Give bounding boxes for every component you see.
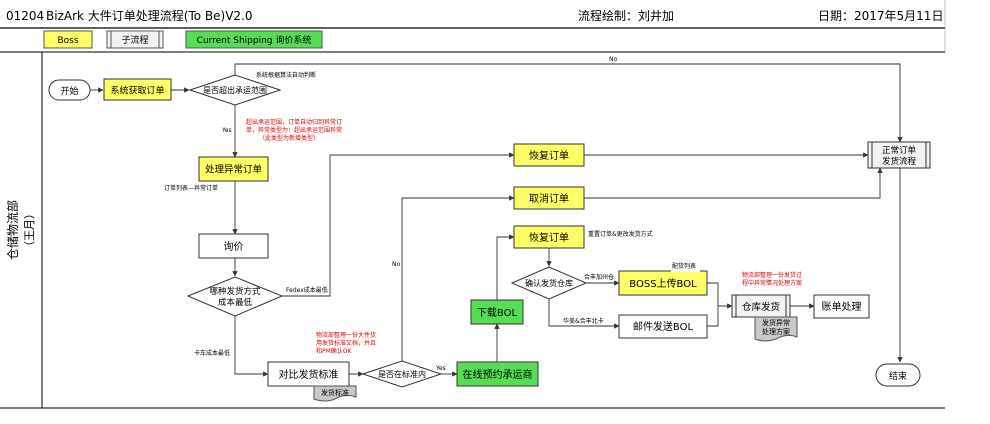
over-range-decision bbox=[188, 74, 282, 106]
get-order-label: 系统获取订单 bbox=[110, 85, 164, 97]
ship-exception-label-1: 发货异常 bbox=[762, 318, 790, 327]
wh-ship-label: 仓库发货 bbox=[742, 301, 780, 313]
ship-exception-doc bbox=[754, 316, 798, 342]
inquiry-label: 询价 bbox=[224, 240, 244, 253]
lane-owner: （王月） bbox=[23, 208, 36, 252]
yes-2-label: Yes bbox=[435, 365, 446, 372]
ship-method-decision bbox=[186, 276, 284, 317]
download-bol-label: 下载BOL bbox=[477, 307, 518, 319]
auto-judge-label: 系统根据算法自动判断 bbox=[256, 71, 316, 79]
note-ship-2: 程中异常情况处理方案 bbox=[742, 279, 802, 287]
mail-bol-label: 邮件发送BOL bbox=[633, 320, 694, 333]
start-label: 开始 bbox=[60, 85, 78, 97]
online-book-label: 在线预约承运商 bbox=[463, 368, 533, 381]
boss-upload-box bbox=[618, 270, 708, 296]
end-node bbox=[875, 363, 921, 387]
boss-upload-label: BOSS上传BOL bbox=[629, 278, 697, 290]
note-over-1: 超出承运范围，订单自动归到异常订 bbox=[246, 118, 342, 126]
no-top-label: No bbox=[609, 56, 617, 63]
confirm-wh-label: 确认发货仓库 bbox=[525, 278, 573, 288]
page-title: BizArk 大件订单处理流程(To Be)V2.0 bbox=[46, 8, 253, 23]
over-range-label: 是否超出承运范围 bbox=[203, 85, 267, 95]
std-doc-shape bbox=[313, 385, 357, 402]
std-doc-label: 发货标准 bbox=[321, 388, 349, 397]
doc-id: 01204 bbox=[6, 9, 44, 23]
in-std-decision bbox=[361, 360, 443, 388]
legend-shipping-label: Current Shipping 询价系统 bbox=[197, 34, 312, 46]
list-exception-label: 订单列表—异常订单 bbox=[164, 184, 218, 192]
note-std-3: 和PM确认OK bbox=[316, 347, 353, 355]
billing-label: 账单处理 bbox=[822, 301, 862, 313]
normal-flow-box bbox=[867, 141, 931, 169]
compare-std-label: 对比发货标准 bbox=[279, 368, 339, 381]
note-over-2: 单，异常类型为：超出承运范围异常 bbox=[246, 126, 342, 134]
download-bol-box bbox=[470, 299, 524, 325]
no-mid-label: No bbox=[392, 261, 400, 268]
note-ship-1: 物流部整理一份发货过 bbox=[742, 271, 802, 279]
billing-box bbox=[813, 294, 870, 319]
start-node bbox=[48, 79, 91, 101]
truck-label: 卡车成本最低 bbox=[194, 349, 230, 357]
get-order-box bbox=[103, 78, 172, 101]
ship-method-label-2: 成本最低 bbox=[218, 297, 253, 308]
normal-flow-label-2: 发货流程 bbox=[882, 156, 917, 167]
online-book-box bbox=[456, 361, 539, 387]
restore-order-2-label: 恢复订单 bbox=[529, 231, 569, 244]
lane-name: 仓储物流部 bbox=[5, 200, 20, 260]
inquiry-box bbox=[198, 233, 269, 259]
fedex-label: Fedex成本最低 bbox=[286, 286, 328, 294]
legend-boss-label: Boss bbox=[57, 36, 78, 46]
legend-sub-label: 子流程 bbox=[121, 34, 148, 46]
note-std-2: 用发货标准文档，并且 bbox=[316, 339, 376, 347]
note-over-3: （此类型为新增类型） bbox=[259, 134, 319, 142]
handle-exception-box bbox=[198, 156, 269, 182]
attach-list-label: 配货列表 bbox=[672, 262, 696, 270]
cancel-order-box bbox=[513, 186, 585, 210]
handle-exception-label: 处理异常订单 bbox=[205, 164, 263, 176]
author-label: 流程绘制：刘井加 bbox=[578, 8, 674, 23]
normal-flow-label-1: 正常订单 bbox=[882, 145, 917, 156]
wh-ca-label: 合丰加州仓 bbox=[584, 273, 614, 281]
legend-sub-swatch bbox=[106, 30, 164, 49]
wh-east-label: 华美&合丰北卡 bbox=[563, 317, 604, 325]
compare-std-box bbox=[267, 361, 350, 387]
restore-note-label: 重置订单&更改发货方式 bbox=[588, 230, 653, 238]
ship-exception-label-2: 处理方案 bbox=[762, 327, 790, 336]
mail-bol-box bbox=[618, 314, 708, 339]
note-std-1: 物流部整理一份大件货 bbox=[316, 331, 376, 339]
restore-order-2-box bbox=[513, 225, 585, 249]
in-std-label: 是否在标准内 bbox=[378, 369, 426, 379]
yes-1-label: Yes bbox=[221, 127, 232, 134]
end-label: 结束 bbox=[889, 370, 907, 382]
confirm-wh-decision bbox=[510, 266, 588, 300]
restore-order-1-box bbox=[513, 143, 585, 167]
legend-shipping-swatch bbox=[185, 30, 323, 49]
legend-boss-swatch bbox=[43, 30, 93, 49]
date-label: 日期：2017年5月11日 bbox=[818, 9, 943, 23]
restore-order-1-label: 恢复订单 bbox=[529, 149, 569, 162]
ship-method-label-1: 哪种发货方式 bbox=[209, 286, 261, 297]
cancel-order-label: 取消订单 bbox=[529, 192, 569, 205]
